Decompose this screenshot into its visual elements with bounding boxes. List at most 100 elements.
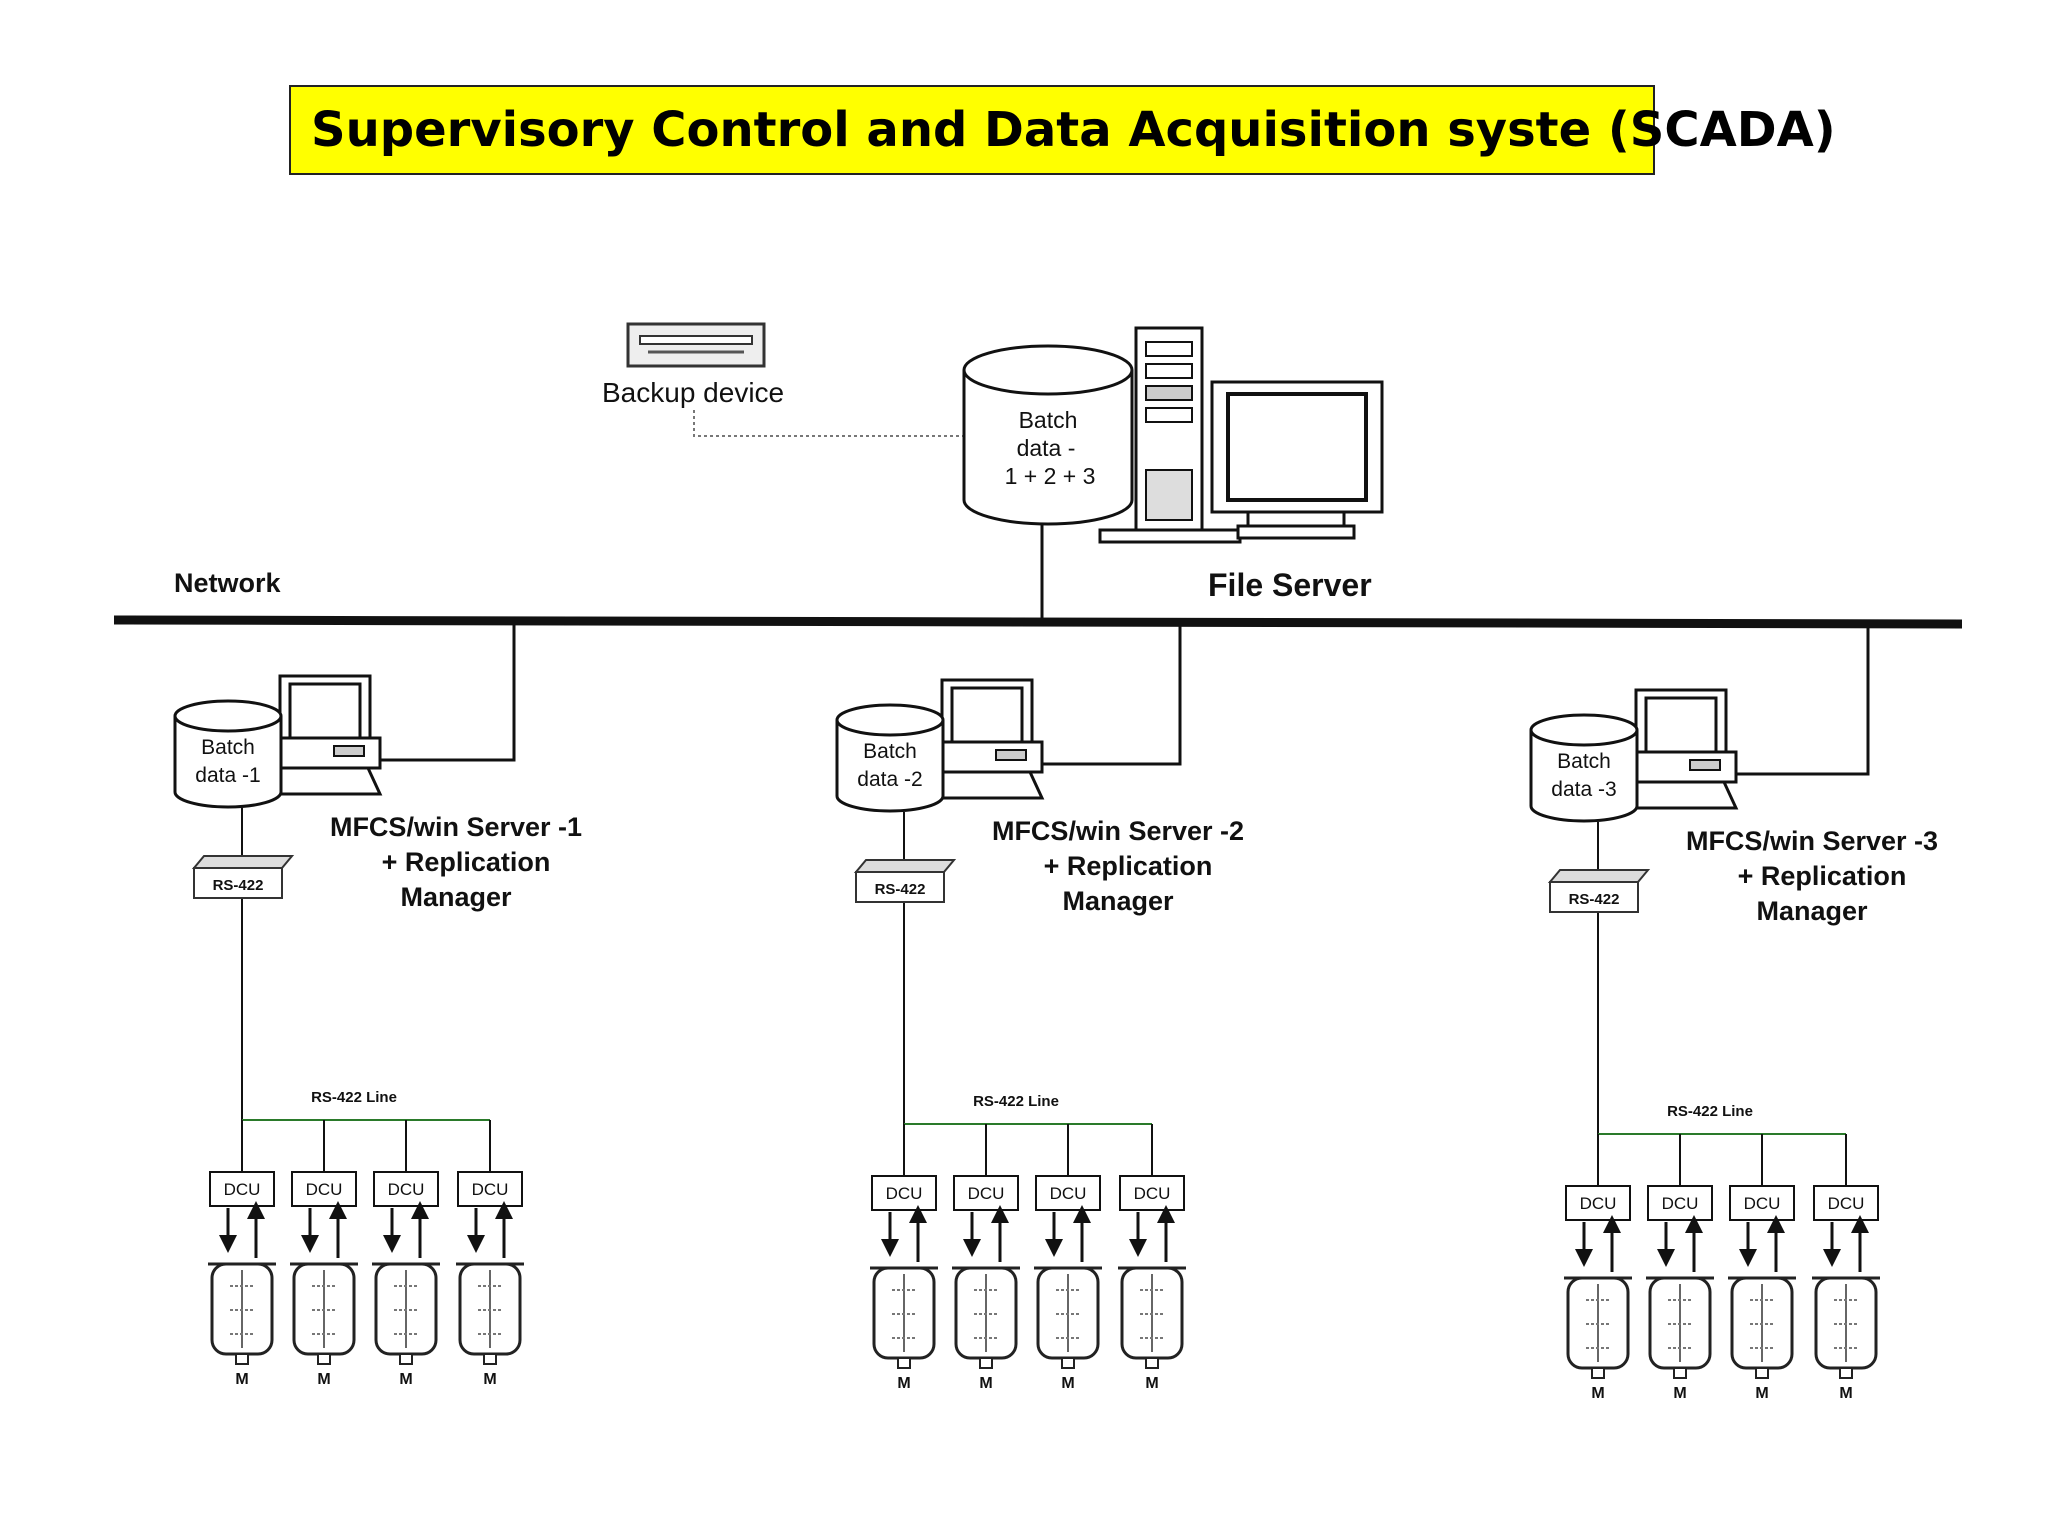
motor-label: M bbox=[1839, 1385, 1852, 1402]
backup-device-label: Backup device bbox=[602, 377, 784, 408]
server-name-line2: + Replication bbox=[382, 847, 551, 877]
batch-database bbox=[835, 720, 945, 813]
dcu-label: DCU bbox=[1134, 1184, 1171, 1203]
server-name-line3: Manager bbox=[1756, 896, 1868, 926]
dcu-unit-3: DCU M bbox=[1034, 1124, 1102, 1392]
dcu-box bbox=[373, 1171, 439, 1207]
batch-db-line2: data -1 bbox=[195, 764, 260, 787]
batch-db-line1: Batch bbox=[1557, 750, 1611, 773]
dcu-label: DCU bbox=[1050, 1184, 1087, 1203]
dcu-label: DCU bbox=[1662, 1194, 1699, 1213]
dcu-box bbox=[1035, 1175, 1101, 1211]
dcu-unit-3: DCU M bbox=[372, 1120, 440, 1388]
server-groups: Batch data -1 MFCS/win Server -1 + Replicat… bbox=[173, 624, 1938, 1402]
motor-coupling bbox=[399, 1353, 413, 1365]
server-name-line3: Manager bbox=[400, 882, 512, 912]
motor-label: M bbox=[235, 1371, 248, 1388]
file-server-label: File Server bbox=[1208, 567, 1372, 603]
dcu-box bbox=[291, 1171, 357, 1207]
motor-label: M bbox=[1755, 1385, 1768, 1402]
motor-coupling bbox=[979, 1357, 993, 1369]
page-title: Supervisory Control and Data Acquisition… bbox=[311, 102, 1836, 158]
dcu-label: DCU bbox=[886, 1184, 923, 1203]
file-server-db-line1: Batch bbox=[1019, 407, 1078, 433]
motor-label: M bbox=[1061, 1375, 1074, 1392]
drive-slot bbox=[333, 745, 365, 757]
backup-link bbox=[693, 410, 964, 437]
file-server-db-line2: data - bbox=[1017, 435, 1076, 461]
motor-coupling bbox=[897, 1357, 911, 1369]
motor-coupling bbox=[1145, 1357, 1159, 1369]
motor-label: M bbox=[399, 1371, 412, 1388]
network-label: Network bbox=[174, 568, 282, 598]
batch-database-top bbox=[173, 699, 283, 733]
dcu-box bbox=[871, 1175, 937, 1211]
batch-db-line2: data -2 bbox=[857, 768, 922, 791]
rs422-box-top bbox=[191, 855, 295, 869]
dcu-label: DCU bbox=[1744, 1194, 1781, 1213]
motor-label: M bbox=[897, 1375, 910, 1392]
dcu-unit-2: DCU M bbox=[1646, 1134, 1714, 1402]
dcu-unit-4: DCU M bbox=[1118, 1124, 1186, 1392]
motor-label: M bbox=[1673, 1385, 1686, 1402]
network-drop bbox=[1040, 624, 1182, 766]
drive-slot bbox=[995, 749, 1027, 761]
server-name-line1: MFCS/win Server -3 bbox=[1686, 826, 1938, 856]
batch-database bbox=[1529, 730, 1639, 823]
dcu-unit-1: DCU M bbox=[870, 1124, 938, 1392]
batch-db-line1: Batch bbox=[201, 736, 255, 759]
motor-coupling bbox=[1839, 1367, 1853, 1379]
rs422-label: RS-422 bbox=[213, 877, 264, 894]
dcu-box bbox=[209, 1171, 275, 1207]
network-bus bbox=[113, 615, 1963, 629]
dcu-label: DCU bbox=[224, 1180, 261, 1199]
dcu-box bbox=[953, 1175, 1019, 1211]
motor-label: M bbox=[979, 1375, 992, 1392]
dcu-box bbox=[1565, 1185, 1631, 1221]
dcu-unit-3: DCU M bbox=[1728, 1134, 1796, 1402]
batch-db-line2: data -3 bbox=[1551, 778, 1616, 801]
motor-label: M bbox=[483, 1371, 496, 1388]
dcu-unit-1: DCU M bbox=[1564, 1134, 1632, 1402]
motor-label: M bbox=[1145, 1375, 1158, 1392]
network-drop bbox=[1734, 624, 1870, 776]
rs422-box-top bbox=[853, 859, 957, 873]
file-server-database: Batch data - 1 + 2 + 3 bbox=[962, 344, 1134, 526]
dcu-box bbox=[1729, 1185, 1795, 1221]
rs422-label: RS-422 bbox=[1569, 891, 1620, 908]
workstation-screen bbox=[1644, 696, 1718, 754]
rs422-box-top bbox=[1547, 869, 1651, 883]
motor-coupling bbox=[1591, 1367, 1605, 1379]
file-server-tower bbox=[1098, 326, 1242, 544]
rs422-line-label: RS-422 Line bbox=[311, 1089, 397, 1106]
server-name-line1: MFCS/win Server -2 bbox=[992, 816, 1244, 846]
title-banner: Supervisory Control and Data Acquisition… bbox=[289, 85, 1836, 175]
workstation-screen bbox=[950, 686, 1024, 744]
rs422-box bbox=[1549, 881, 1639, 913]
rs422-box bbox=[193, 867, 283, 899]
motor-label: M bbox=[1591, 1385, 1604, 1402]
dcu-label: DCU bbox=[472, 1180, 509, 1199]
network-drop bbox=[378, 624, 516, 762]
rs422-box bbox=[855, 871, 945, 903]
file-server-db-line3: 1 + 2 + 3 bbox=[1005, 463, 1096, 489]
dcu-label: DCU bbox=[388, 1180, 425, 1199]
dcu-unit-1: DCU M bbox=[208, 1120, 276, 1388]
dcu-unit-4: DCU M bbox=[456, 1120, 524, 1388]
server-name-line2: + Replication bbox=[1044, 851, 1213, 881]
server-name-line3: Manager bbox=[1062, 886, 1174, 916]
motor-coupling bbox=[235, 1353, 249, 1365]
dcu-label: DCU bbox=[1580, 1194, 1617, 1213]
dcu-box bbox=[1647, 1185, 1713, 1221]
file-server-monitor bbox=[1210, 380, 1384, 540]
dcu-box bbox=[1119, 1175, 1185, 1211]
server-name-line1: MFCS/win Server -1 bbox=[330, 812, 582, 842]
server-group-1: Batch data -1 MFCS/win Server -1 + Replicat… bbox=[173, 624, 582, 1388]
motor-coupling bbox=[1061, 1357, 1075, 1369]
